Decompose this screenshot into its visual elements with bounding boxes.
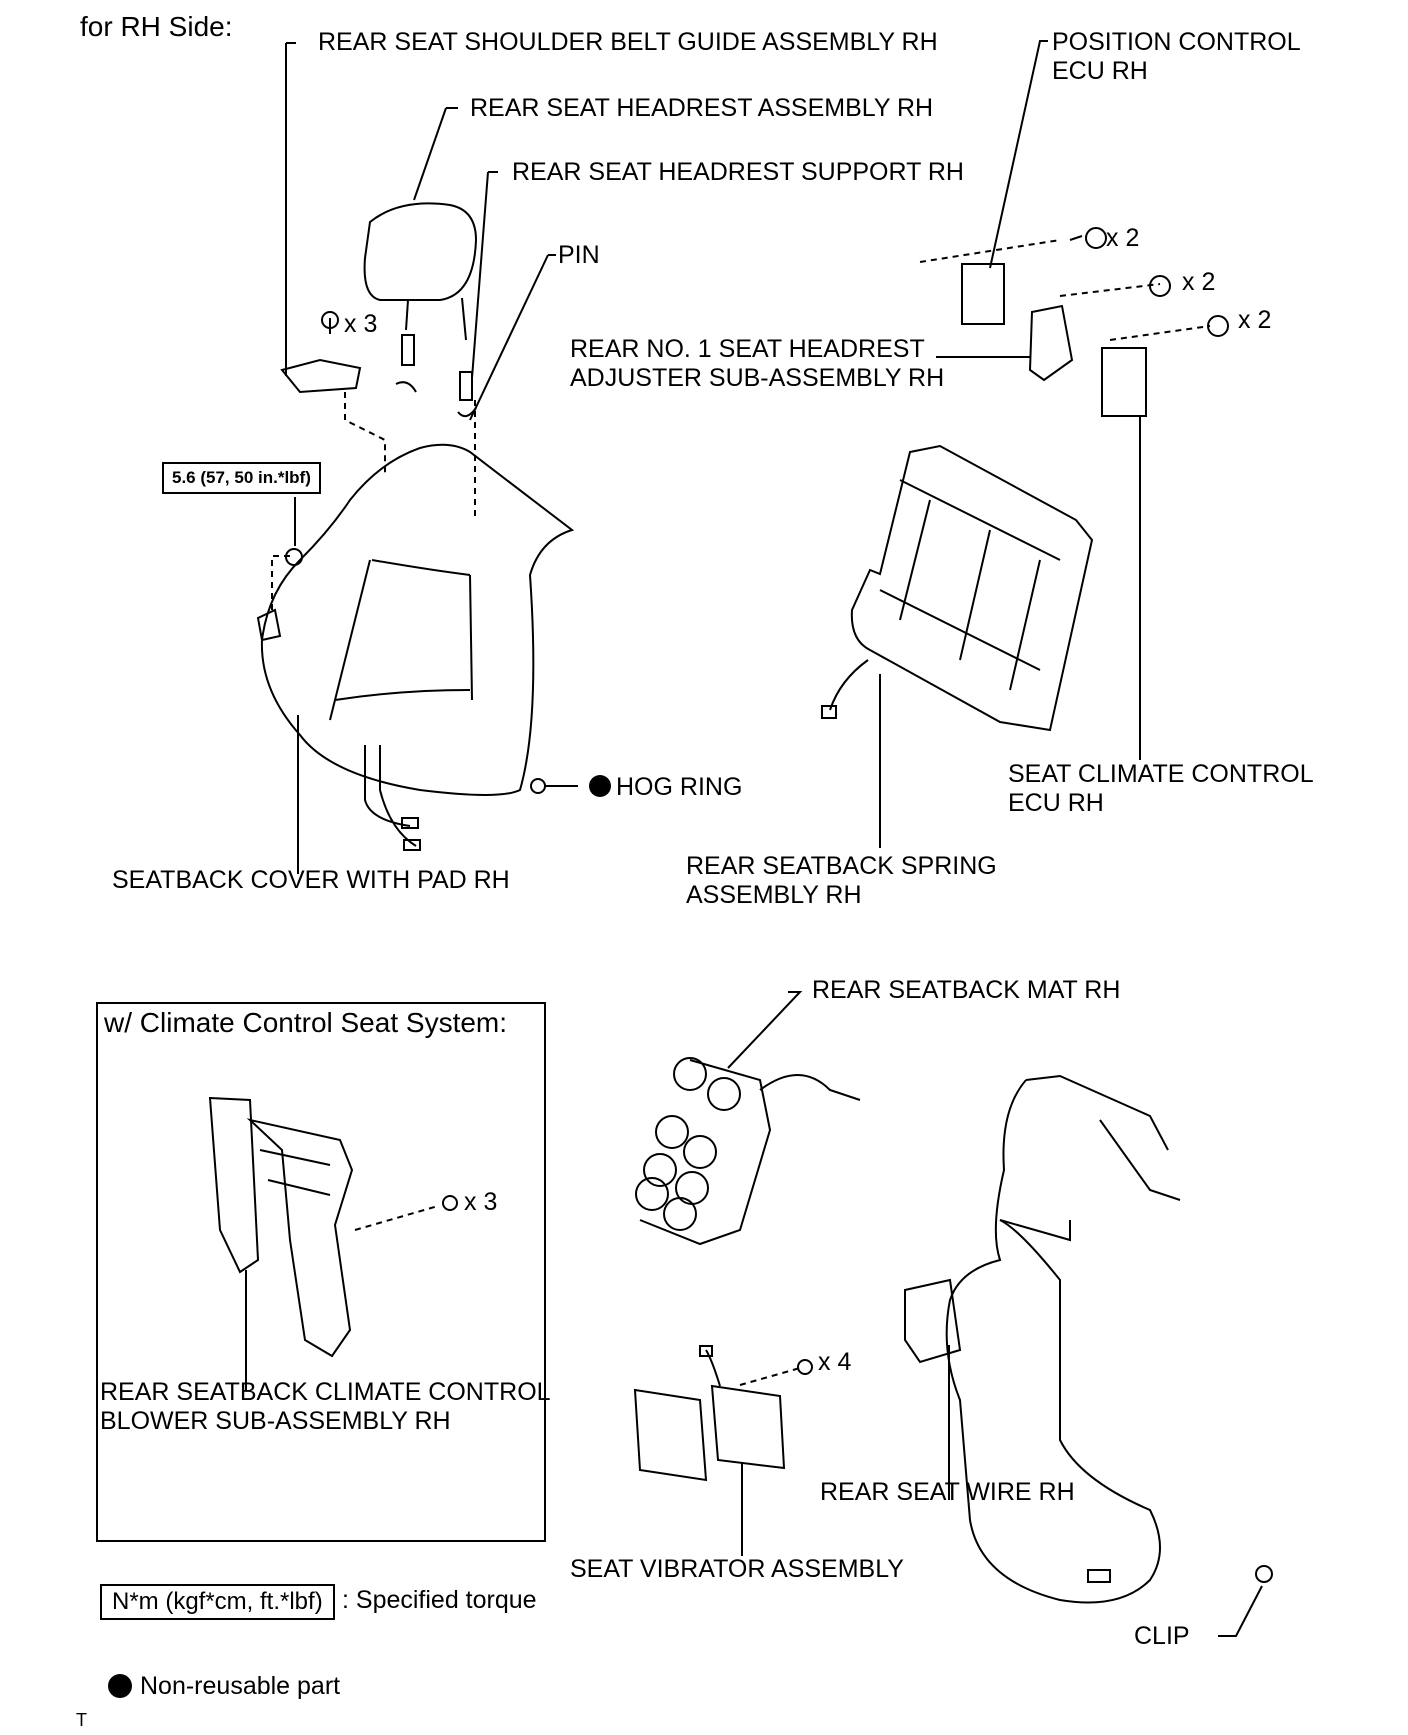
label-blower-1: REAR SEATBACK CLIMATE CONTROL — [100, 1378, 551, 1406]
footer-mark: T — [76, 1710, 87, 1730]
qty-vibrator-nuts: x 4 — [818, 1348, 852, 1376]
label-position-ecu-1: POSITION CONTROL — [1052, 28, 1301, 56]
legend-torque-text: : Specified torque — [342, 1586, 537, 1614]
label-clip: CLIP — [1134, 1622, 1190, 1650]
label-spring-1: REAR SEATBACK SPRING — [686, 852, 997, 880]
blower-shape — [208, 1096, 260, 1274]
vibrator-plate-left — [633, 1388, 708, 1482]
legend-torque-box: N*m (kgf*cm, ft.*lbf) — [100, 1584, 335, 1620]
clip-shape — [1255, 1565, 1273, 1583]
adjuster-shape — [1028, 304, 1074, 382]
clip-leader — [1218, 1585, 1263, 1637]
label-shoulder-belt-guide: REAR SEAT SHOULDER BELT GUIDE ASSEMBLY R… — [318, 28, 938, 56]
inset-title: w/ Climate Control Seat System: — [104, 1007, 508, 1038]
seatback-cover-shape — [260, 443, 575, 796]
label-headrest-adjuster-2: ADJUSTER SUB-ASSEMBLY RH — [570, 364, 945, 392]
label-vibrator: SEAT VIBRATOR ASSEMBLY — [570, 1555, 904, 1583]
label-headrest-adjuster-1: REAR NO. 1 SEAT HEADREST — [570, 335, 925, 363]
label-pin: PIN — [558, 241, 600, 269]
label-blower-2: BLOWER SUB-ASSEMBLY RH — [100, 1407, 451, 1435]
legend-nonreusable-mark — [108, 1674, 132, 1698]
label-seatback-mat: REAR SEATBACK MAT RH — [812, 976, 1121, 1004]
vibrator-plate-right — [710, 1384, 786, 1470]
headrest-support-leader — [471, 171, 489, 379]
seat-wire-shape — [945, 1079, 1161, 1604]
label-climate-ecu-2: ECU RH — [1008, 789, 1104, 817]
label-spring-2: ASSEMBLY RH — [686, 881, 862, 909]
hog-ring-nonreusable-mark — [589, 775, 611, 797]
label-seatback-cover: SEATBACK COVER WITH PAD RH — [112, 866, 510, 894]
qty-adjuster-bolts: x 2 — [1182, 268, 1216, 296]
label-climate-ecu-1: SEAT CLIMATE CONTROL — [1008, 760, 1314, 788]
pin-leader — [469, 254, 549, 421]
climate-ecu-shape — [1101, 347, 1147, 417]
seatback-mat-shape — [635, 1057, 861, 1246]
headrest-shape — [363, 202, 478, 301]
qty-climate-ecu-screws: x 2 — [1238, 306, 1272, 334]
label-headrest-support: REAR SEAT HEADREST SUPPORT RH — [512, 158, 964, 186]
label-position-ecu-2: ECU RH — [1052, 57, 1148, 85]
qty-ecu-screws: x 2 — [1106, 224, 1140, 252]
position-ecu-shape — [961, 263, 1005, 325]
diagram-title: for RH Side: — [80, 11, 233, 42]
climate-seat-inset — [96, 1002, 546, 1542]
label-seat-wire: REAR SEAT WIRE RH — [820, 1478, 1075, 1506]
qty-blower-nuts: x 3 — [464, 1188, 498, 1216]
label-hog-ring: HOG RING — [616, 773, 743, 801]
headrest-leader — [413, 107, 447, 201]
torque-spec: 5.6 (57, 50 in.*lbf) — [162, 462, 321, 494]
label-headrest: REAR SEAT HEADREST ASSEMBLY RH — [470, 94, 934, 122]
legend-nonreusable-text: Non-reusable part — [140, 1672, 341, 1700]
spring-frame-shape — [850, 444, 1094, 732]
qty-belt-guide-bolts: x 3 — [344, 310, 378, 338]
hog-ring-icon — [530, 778, 546, 794]
